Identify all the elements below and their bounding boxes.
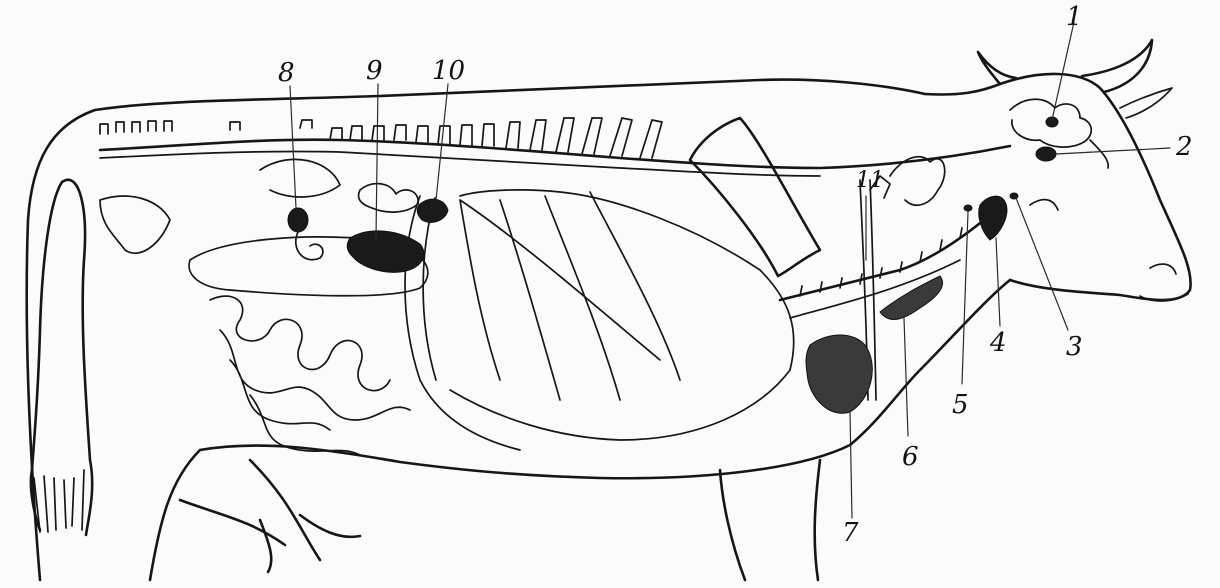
thyroid-gland-6 xyxy=(880,276,943,320)
muzzle xyxy=(1140,264,1188,301)
leader-2 xyxy=(1056,148,1170,154)
eye-region xyxy=(1090,140,1108,168)
pancreas-area xyxy=(359,184,419,212)
label-5: 5 xyxy=(952,392,969,418)
leader-6 xyxy=(904,318,908,436)
leader-3 xyxy=(1016,198,1068,330)
trachea xyxy=(780,215,990,300)
label-8: 8 xyxy=(278,60,295,86)
label-2: 2 xyxy=(1176,134,1193,160)
left-horn xyxy=(978,52,1016,84)
label-11: 11 xyxy=(856,170,884,192)
parathyroid-gland-3 xyxy=(1010,193,1018,199)
ribs xyxy=(460,192,680,400)
label-1: 1 xyxy=(1066,4,1083,30)
rib-cage-outline xyxy=(450,190,794,440)
parathyroid-gland-5 xyxy=(964,205,972,211)
leader-4 xyxy=(996,238,1000,326)
gonad-gland-8 xyxy=(288,208,308,232)
mouth-line xyxy=(1030,200,1058,210)
label-9: 9 xyxy=(366,58,383,84)
leader-5 xyxy=(962,212,968,384)
leader-8 xyxy=(290,86,296,208)
ear xyxy=(1120,88,1172,118)
pituitary-gland-2 xyxy=(1036,147,1056,161)
label-4: 4 xyxy=(990,330,1007,356)
front-leg xyxy=(720,460,820,580)
parathyroid-gland-4 xyxy=(979,196,1007,240)
shoulder-blade xyxy=(690,118,820,276)
pelvis xyxy=(100,159,340,253)
label-3: 3 xyxy=(1066,334,1083,360)
thymus-gland-7 xyxy=(806,335,872,413)
hind-leg xyxy=(150,450,320,580)
intestines xyxy=(210,296,410,455)
diaphragm xyxy=(405,196,520,450)
vertebral-spines xyxy=(100,118,662,158)
label-10: 10 xyxy=(432,58,465,84)
adrenal-gland-10 xyxy=(417,199,448,222)
label-7: 7 xyxy=(842,520,859,546)
head-outline xyxy=(925,74,1191,300)
label-6: 6 xyxy=(902,444,919,470)
leader-7 xyxy=(850,412,852,518)
tail-tuft xyxy=(34,470,84,532)
right-horn xyxy=(1082,40,1152,92)
kidney-gland-9 xyxy=(347,231,424,272)
leader-9 xyxy=(376,84,378,238)
